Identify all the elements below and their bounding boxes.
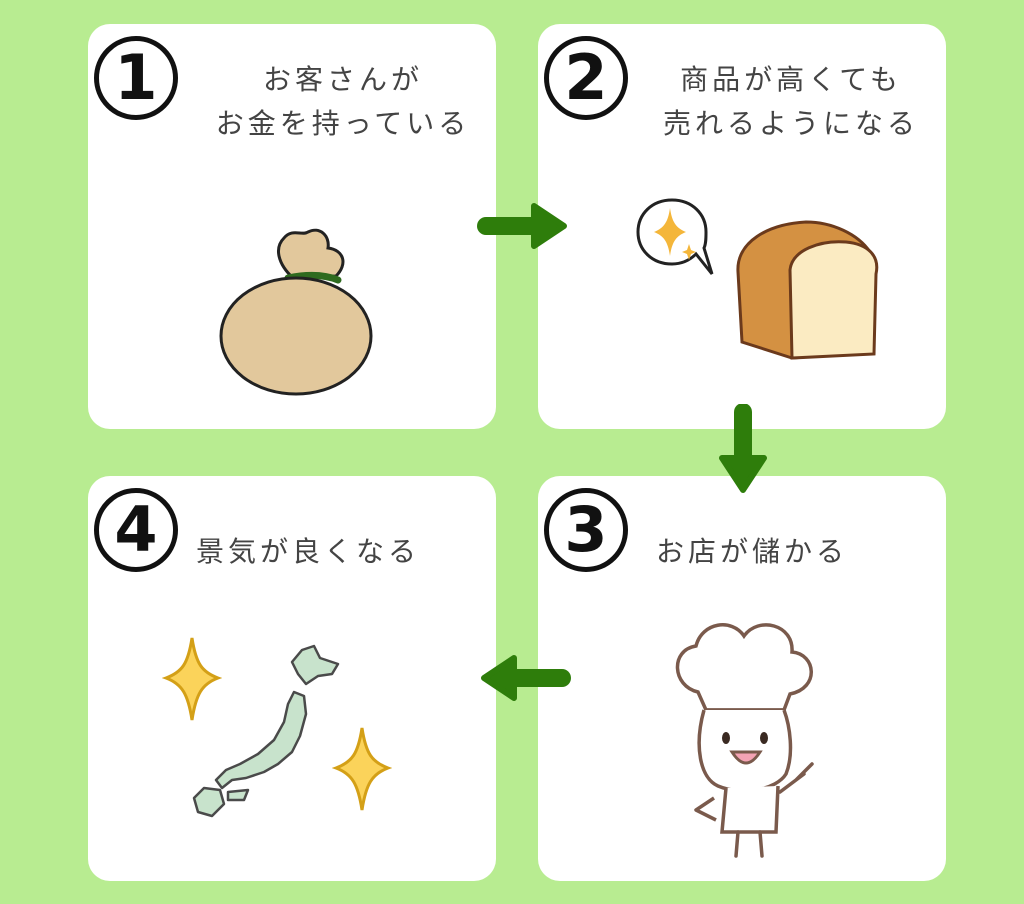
step-caption-2-line2: 売れるようになる bbox=[662, 107, 919, 140]
step-number-3: 3 bbox=[544, 488, 628, 572]
sparkle-right-icon bbox=[332, 727, 392, 811]
step-number-2: 2 bbox=[544, 36, 628, 120]
arrow-left-icon bbox=[481, 655, 571, 701]
step-number-1: 1 bbox=[94, 36, 178, 120]
arrow-right-icon bbox=[477, 203, 567, 249]
step-card-1: 1 お客さんが お金を持っている bbox=[88, 24, 496, 429]
step-caption-2-line1: 商品が高くても bbox=[680, 63, 902, 96]
step-card-2: 2 商品が高くても 売れるようになる bbox=[538, 24, 946, 429]
step-caption-2: 商品が高くても 売れるようになる bbox=[646, 58, 936, 146]
money-bag-icon bbox=[219, 228, 373, 396]
step-caption-1-line2: お金を持っている bbox=[215, 107, 471, 140]
step-number-4: 4 bbox=[94, 488, 178, 572]
arrow-down-icon bbox=[719, 404, 767, 493]
step-card-3: 3 お店が儲かる bbox=[538, 476, 946, 881]
step-caption-4: 景気が良くなる bbox=[196, 535, 421, 568]
step-caption-1-line1: お客さんが bbox=[262, 63, 423, 96]
sparkle-speech-bubble-icon bbox=[636, 198, 714, 275]
step-caption-3: お店が儲かる bbox=[656, 535, 849, 568]
step-caption-1: お客さんが お金を持っている bbox=[208, 58, 478, 146]
chef-character-icon bbox=[675, 623, 814, 858]
bread-loaf-icon bbox=[736, 220, 879, 360]
sparkle-left-icon bbox=[162, 637, 222, 721]
step-card-4: 4 景気が良くなる bbox=[88, 476, 496, 881]
japan-map-icon bbox=[192, 644, 340, 818]
